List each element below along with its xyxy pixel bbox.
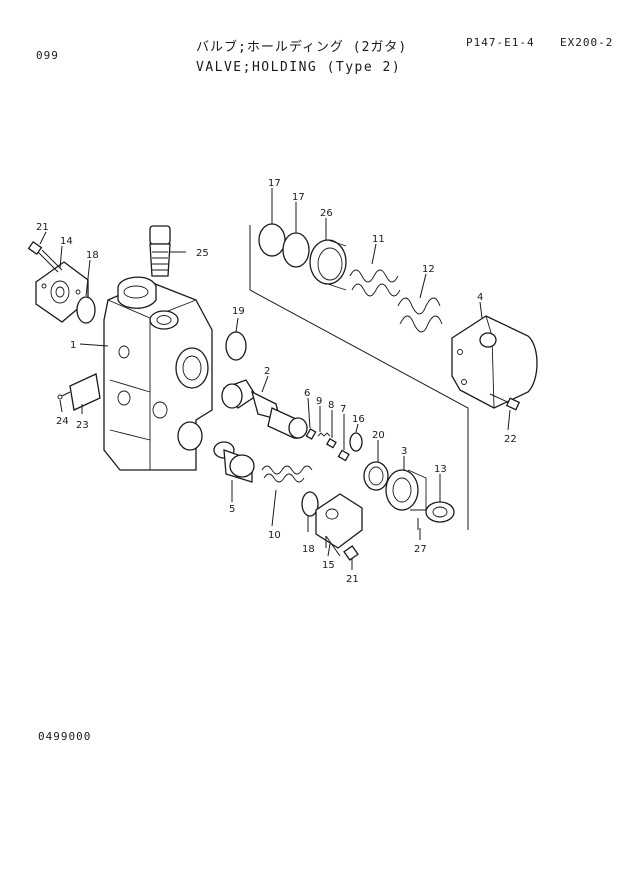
bolt-21-upper <box>27 240 63 273</box>
bolt-21-lower <box>325 535 359 561</box>
callout-27: 27 <box>414 544 427 555</box>
spring-9 <box>317 432 331 437</box>
cover-15 <box>315 493 363 549</box>
spool-2 <box>221 379 308 439</box>
callout-20: 20 <box>372 430 385 441</box>
o-ring-18-lower <box>301 491 319 517</box>
pin-8 <box>326 438 337 449</box>
callout-1: 1 <box>70 340 76 351</box>
callout-11: 11 <box>372 234 385 245</box>
callout-21-lower: 21 <box>346 574 359 585</box>
sleeve-3 <box>385 469 427 511</box>
title-english: VALVE;HOLDING (Type 2) <box>196 60 402 75</box>
callout-15: 15 <box>322 560 335 571</box>
subassembly-frame <box>249 225 469 530</box>
plug-25 <box>149 225 171 277</box>
callout-labels: 17 17 26 11 12 4 21 14 18 25 19 1 2 6 9 … <box>36 178 517 585</box>
callout-23: 23 <box>76 420 89 431</box>
callout-4: 4 <box>477 292 483 303</box>
page-number: 099 <box>36 49 59 62</box>
callout-18-lower: 18 <box>302 544 315 555</box>
callout-13: 13 <box>434 464 447 475</box>
callout-2: 2 <box>264 366 270 377</box>
callout-14: 14 <box>60 236 73 247</box>
spring-10 <box>261 465 313 483</box>
collar-26 <box>309 239 347 291</box>
o-ring-17-a <box>258 223 286 257</box>
callout-17a: 17 <box>268 178 281 189</box>
callout-17b: 17 <box>292 192 305 203</box>
callout-26: 26 <box>320 208 333 219</box>
o-ring-19 <box>225 331 247 361</box>
callout-22: 22 <box>504 434 517 445</box>
pin-7 <box>337 449 350 462</box>
o-ring-18-upper <box>76 296 96 324</box>
piston-5 <box>213 441 255 483</box>
pin-6 <box>305 428 317 440</box>
callout-19: 19 <box>232 306 245 317</box>
spring-11 <box>349 269 401 297</box>
callout-24: 24 <box>56 416 69 427</box>
ring-20 <box>363 461 389 491</box>
screw-24 <box>57 391 71 400</box>
callout-7: 7 <box>340 404 346 415</box>
callout-25: 25 <box>196 248 209 259</box>
model-code: EX200-2 <box>560 36 614 49</box>
o-ring-17-b <box>282 232 310 268</box>
callout-9: 9 <box>316 396 322 407</box>
callout-12: 12 <box>422 264 435 275</box>
callout-5: 5 <box>229 504 235 515</box>
leader-lines <box>39 188 511 570</box>
o-ring-16 <box>349 432 363 452</box>
callout-18-upper: 18 <box>86 250 99 261</box>
footer-code: 0499000 <box>38 730 92 743</box>
callout-21-upper: 21 <box>36 222 49 233</box>
callout-6: 6 <box>304 388 310 399</box>
callout-10: 10 <box>268 530 281 541</box>
title-japanese: バルブ;ホールディング (2ガタ) <box>196 40 408 55</box>
spring-12 <box>397 297 443 333</box>
callout-16: 16 <box>352 414 365 425</box>
callout-3: 3 <box>401 446 407 457</box>
bolt-22 <box>489 393 521 411</box>
reference-code: P147-E1-4 <box>466 36 535 49</box>
plate-23 <box>69 373 101 411</box>
poppet-13 <box>425 501 455 523</box>
callout-8: 8 <box>328 400 334 411</box>
housing-4 <box>451 315 538 409</box>
valve-body <box>79 276 213 471</box>
